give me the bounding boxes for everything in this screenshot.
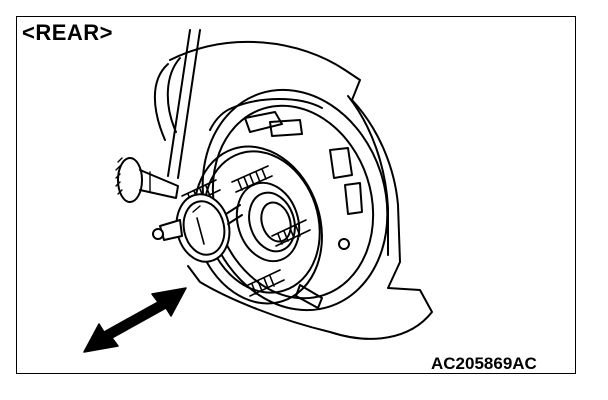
indicator-stand-rod bbox=[167, 29, 201, 179]
diagram-frame bbox=[16, 16, 576, 374]
dial-indicator bbox=[152, 193, 243, 263]
double-headed-arrow-icon bbox=[83, 287, 187, 353]
figure-code: AC205869AC bbox=[431, 354, 537, 373]
stud-bottom bbox=[245, 269, 285, 297]
stud-top bbox=[231, 165, 273, 193]
view-label: <REAR> bbox=[22, 20, 114, 45]
stud-right bbox=[271, 219, 311, 247]
stand-clamp bbox=[115, 157, 179, 203]
wheel-studs bbox=[181, 165, 311, 297]
hub-flange bbox=[193, 145, 323, 305]
